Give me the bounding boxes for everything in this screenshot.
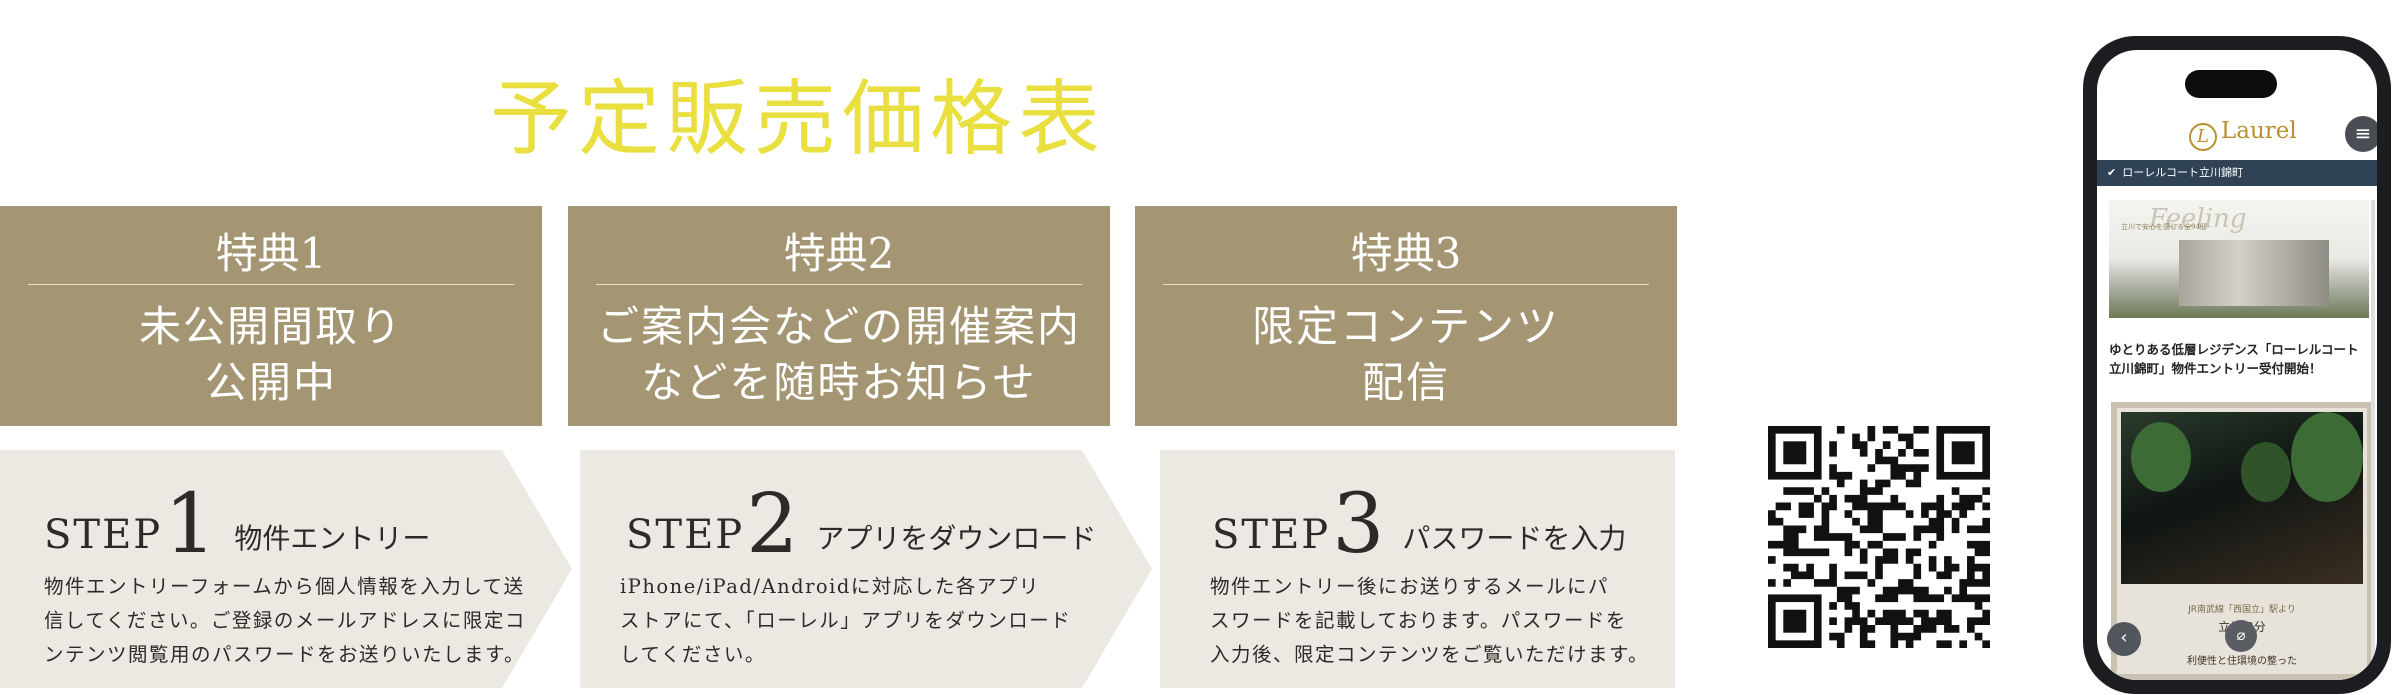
benefit-divider xyxy=(1163,284,1649,285)
benefit-heading: 特典1 xyxy=(215,229,327,278)
step-word: STEP xyxy=(626,512,745,558)
benefit-2: 特典2 ご案内会などの開催案内 などを随時お知らせ xyxy=(568,206,1110,426)
benefit-heading: 特典2 xyxy=(783,229,895,278)
dynamic-island xyxy=(2185,70,2277,98)
benefit-text: ご案内会などの開催案内 などを随時お知らせ xyxy=(596,302,1081,407)
qr-code[interactable] xyxy=(1768,426,1990,648)
station-info: JR南武線「西国立」駅より xyxy=(2188,605,2296,615)
step-description: 物件エントリー後にお送りするメールにパ スワードを記載しております。パスワードを… xyxy=(1210,575,1650,666)
benefit-text: 未公開間取り 公開中 xyxy=(138,302,403,407)
step-word: STEP xyxy=(1212,512,1331,558)
news-headline[interactable]: ゆとりある低層レジデンス「ローレルコート立川錦町」物件エントリー受付開始！ xyxy=(2109,342,2359,376)
location-note: 利便性と住環境の整った xyxy=(2187,656,2297,667)
step-arrow-shape xyxy=(580,450,1152,688)
check-icon: ✔ xyxy=(2107,166,2117,179)
entrance-photo xyxy=(2121,412,2363,584)
building-image xyxy=(2179,240,2329,306)
step-number: 2 xyxy=(746,477,799,572)
card-title: Feeling xyxy=(2149,204,2247,234)
back-icon[interactable]: ‹ xyxy=(2107,622,2141,656)
breadcrumb-label: ローレルコート立川錦町 xyxy=(2122,166,2243,179)
page-title: 予定販売価格表 xyxy=(490,72,1107,167)
step-number: 1 xyxy=(164,477,217,572)
feature-card[interactable]: Feeling 立川で安心を感じる全94邸 xyxy=(2109,200,2369,318)
step-label: 物件エントリー xyxy=(234,522,431,555)
step-label: パスワードを入力 xyxy=(1402,522,1627,555)
step-label: アプリをダウンロード xyxy=(816,522,1097,555)
benefit-heading: 特典3 xyxy=(1350,229,1462,278)
benefit-text: 限定コンテンツ 配信 xyxy=(1251,302,1560,407)
step-description: iPhone/iPad/Androidに対応した各アプリ ストアにて、「ローレル… xyxy=(620,575,1072,666)
logo-mark: L xyxy=(2189,123,2217,151)
step-description: 物件エントリーフォームから個人情報を入力して送 信してください。ご登録のメールア… xyxy=(44,575,526,666)
benefit-divider xyxy=(28,284,514,285)
benefit-1: 特典1 未公開間取り 公開中 xyxy=(0,206,542,426)
step-number: 3 xyxy=(1332,477,1385,572)
scrollbar[interactable] xyxy=(2371,200,2375,670)
paperclip-icon[interactable]: ⌀ xyxy=(2225,620,2257,652)
logo-text: Laurel xyxy=(2221,118,2297,144)
benefit-divider xyxy=(596,284,1082,285)
benefit-3: 特典3 限定コンテンツ 配信 xyxy=(1135,206,1677,426)
step-word: STEP xyxy=(44,512,163,558)
step-box-shape xyxy=(1160,450,1675,688)
card-subtitle: 立川で安心を感じる全94邸 xyxy=(2121,223,2207,231)
step-arrow-shape xyxy=(0,450,572,688)
breadcrumb[interactable]: ✔ ローレルコート立川錦町 xyxy=(2097,160,2377,186)
menu-icon[interactable]: ≡ xyxy=(2345,116,2377,152)
